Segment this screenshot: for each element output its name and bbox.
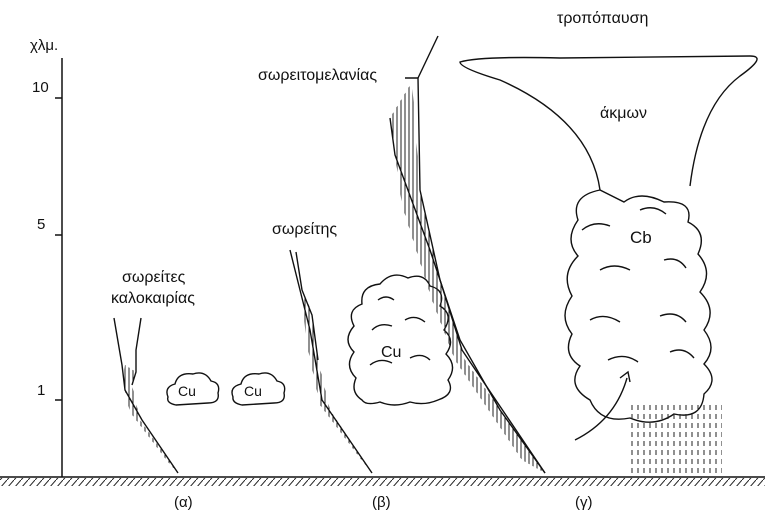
ground-hatching xyxy=(0,478,765,486)
cumulonimbus-name-label: σωρειτομελανίας xyxy=(258,68,377,84)
fair-weather-profile xyxy=(114,318,178,473)
panel-label-gamma: (γ) xyxy=(575,495,593,510)
cumulus-profile xyxy=(290,250,372,473)
cb-label: Cb xyxy=(630,229,652,246)
anvil-label: άκμων xyxy=(600,106,647,122)
cu-small-1-label: Cu xyxy=(178,384,196,398)
fair-weather-cumulus-line2: καλοκαιρίας xyxy=(111,291,195,307)
y-axis-tick-label-1: 1 xyxy=(37,383,45,398)
rain-shafts xyxy=(628,402,722,474)
cu-small-2-label: Cu xyxy=(244,384,262,398)
fair-weather-cumulus-line1: σωρείτες xyxy=(122,270,185,286)
y-axis-unit: χλμ. xyxy=(30,38,58,53)
cumulonimbus-profile xyxy=(390,36,545,473)
y-axis-tick-label-5: 5 xyxy=(37,217,45,232)
tropopause-label: τροπόπαυση xyxy=(557,11,648,27)
cumulus-name-label: σωρείτης xyxy=(272,222,337,238)
cu-large-label: Cu xyxy=(381,345,401,361)
panel-label-alpha: (α) xyxy=(174,495,193,510)
panel-label-beta: (β) xyxy=(372,495,391,510)
y-axis-tick-label-10: 10 xyxy=(32,80,49,95)
